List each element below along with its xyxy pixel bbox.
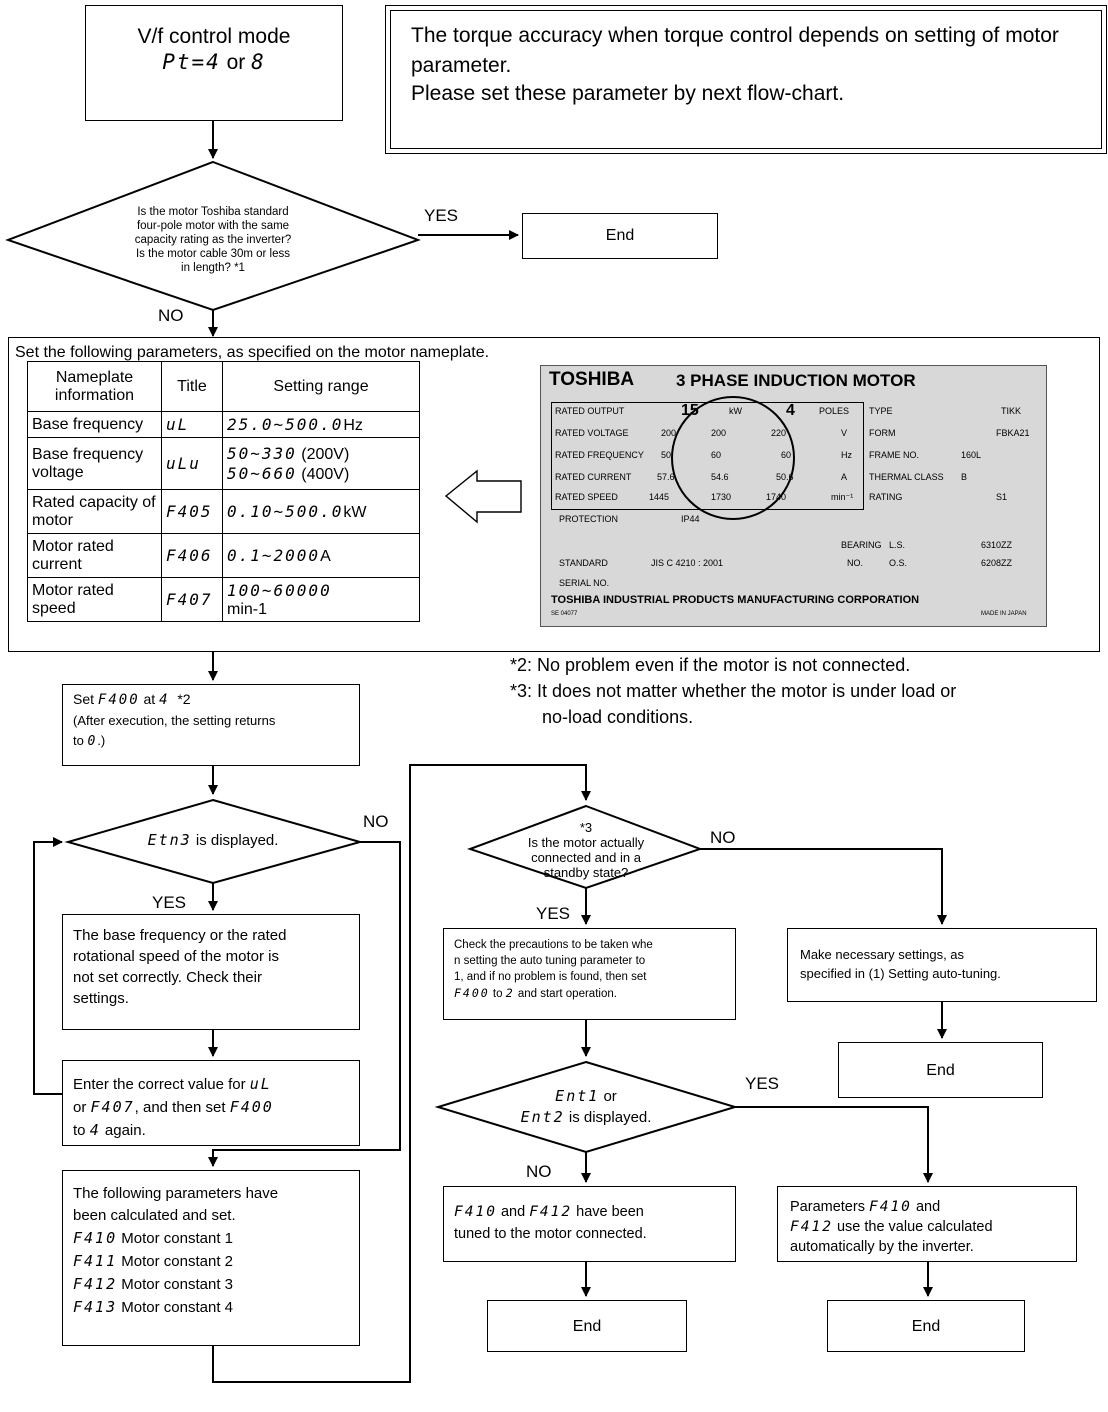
note-2: *2: No problem even if the motor is not … — [510, 655, 911, 675]
torque-note-box: The torque accuracy when torque control … — [385, 5, 1107, 154]
motor-nameplate: TOSHIBA 3 PHASE INDUCTION MOTOR RATED OU… — [540, 365, 1047, 627]
d2-no-label: NO — [363, 812, 389, 831]
auto-calculated-box: Parameters F410 and F412 use the value c… — [777, 1186, 1077, 1262]
d4-yes-label: YES — [745, 1074, 780, 1093]
col-header-range: Setting range — [222, 361, 420, 412]
vf-mode-box: V/f control mode Pt=4 or 8 — [85, 5, 343, 121]
col-header-info: Nameplate information — [27, 361, 162, 412]
tuned-box: F410 and F412 have been tuned to the mot… — [443, 1186, 736, 1262]
mode-or: or — [226, 51, 246, 74]
d3-no-label: NO — [710, 828, 736, 847]
table-row: Base frequency voltage uLu 50~330 (200V)… — [27, 437, 420, 490]
col-header-title: Title — [161, 361, 223, 412]
list-item: F412 Motor constant 3 — [73, 1275, 234, 1293]
mode-code-2: 8 — [251, 50, 266, 74]
d1-no-label: NO — [158, 306, 184, 325]
end-box-4: End — [827, 1300, 1025, 1352]
note-3: *3: It does not matter whether the motor… — [510, 681, 957, 701]
set-f400-box: Set F400 at 4 *2 (After execution, the s… — [62, 684, 360, 766]
d4-no-label: NO — [526, 1162, 552, 1181]
enter-correct-value-box: Enter the correct value for uL or F407, … — [62, 1060, 360, 1146]
end-box-2: End — [838, 1042, 1043, 1098]
d1-yes-label: YES — [424, 206, 459, 225]
mode-code-1: Pt=4 — [162, 50, 221, 74]
torque-note-text-2: Please set these parameter by next flow-… — [411, 82, 845, 105]
table-row: Rated capacity of motor F405 0.10~500.0k… — [27, 489, 420, 534]
nameplate-table: Nameplate information Title Setting rang… — [27, 361, 420, 622]
end-box-3: End — [487, 1300, 687, 1352]
list-item: F411 Motor constant 2 — [73, 1252, 234, 1270]
table-row: Motor rated current F406 0.1~2000A — [27, 533, 420, 578]
end-box-1: End — [522, 213, 718, 259]
plate-heading: 3 PHASE INDUCTION MOTOR — [676, 371, 916, 390]
plate-brand: TOSHIBA — [549, 369, 635, 390]
list-item: F413 Motor constant 4 — [73, 1298, 234, 1316]
torque-note-text: The torque accuracy when torque control … — [411, 24, 1059, 77]
decision-etn3: Etn3 is displayed. — [147, 831, 279, 849]
note-3-cont: no-load conditions. — [542, 707, 694, 727]
d3-yes-label: YES — [536, 904, 571, 923]
calculated-params-box: The following parameters have been calcu… — [62, 1170, 360, 1346]
parameter-frame — [8, 337, 1100, 652]
parameter-intro: Set the following parameters, as specifi… — [15, 344, 490, 361]
decision-ent-displayed: Ent1 or Ent2 is displayed. — [520, 1087, 652, 1126]
d2-yes-label: YES — [152, 893, 187, 912]
mode-title: V/f control mode — [137, 25, 291, 48]
table-row: Base frequency uL 25.0~500.0Hz — [27, 411, 420, 438]
list-item: F410 Motor constant 1 — [73, 1229, 234, 1247]
